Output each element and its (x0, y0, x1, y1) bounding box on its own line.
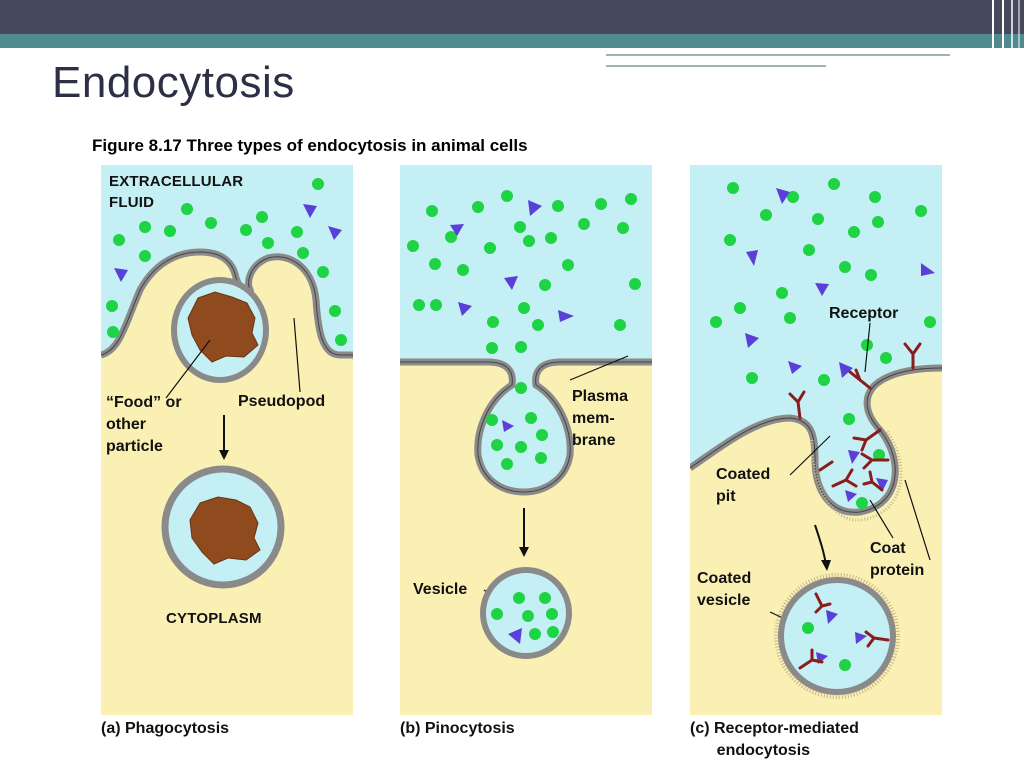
panel-b-extracellular-fluid (400, 165, 652, 492)
panel-a-vacuole-food-particle (189, 496, 261, 565)
receptor-label: Receptor (829, 305, 899, 322)
figure-title: Figure 8.17 Three types of endocytosis i… (92, 136, 528, 155)
header-decoration-lines (606, 0, 1024, 70)
plasma-membrane-label: Plasma mem- brane (572, 388, 629, 449)
cytoplasm-label: CYTOPLASM (166, 610, 262, 627)
header-bar (0, 0, 1024, 34)
panel-b-pinocytosis (400, 165, 652, 715)
extracellular-fluid-label: EXTRACELLULAR (109, 173, 244, 190)
caption-receptor-mediated: (c) Receptor-mediated endocytosis (690, 720, 859, 759)
caption-phagocytosis: (a) Phagocytosis (101, 720, 230, 737)
vesicle-label: Vesicle (413, 581, 468, 598)
header-accent-bar (0, 34, 1024, 48)
food-particle-label: “Food” or other particle (106, 394, 182, 455)
panel-a-food-particle (187, 291, 259, 363)
coat-protein-label: Coat protein (870, 540, 925, 579)
coated-vesicle-label: Coated vesicle (697, 570, 752, 609)
panel-c-coated-vesicle (778, 577, 896, 695)
pseudopod-label: Pseudopod (238, 393, 326, 410)
panel-c-receptor-mediated (690, 165, 942, 715)
slide-title: Endocytosis (52, 58, 295, 107)
coated-pit-label: Coated pit (716, 466, 771, 505)
extracellular-fluid-label-2: FLUID (109, 194, 155, 211)
panel-a-phagocytosis (101, 165, 353, 715)
caption-pinocytosis: (b) Pinocytosis (400, 720, 515, 737)
